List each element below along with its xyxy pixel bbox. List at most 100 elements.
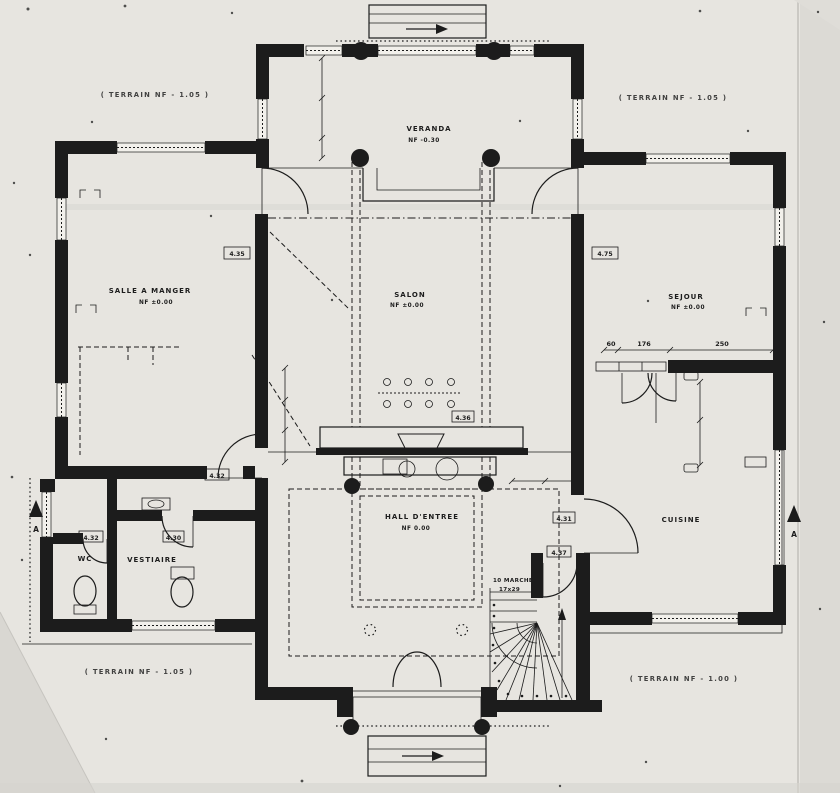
room-label-salle-a-manger: SALLE A MANGER [109,287,192,295]
room-labels: VERANDA NF -0.30 SALON NF ±0.00 SALLE A … [78,125,705,593]
terrain-label-top-right: ( TERRAIN NF - 1.05 ) [619,94,728,102]
svg-text:4.36: 4.36 [455,415,470,422]
section-arrow-icon [787,505,801,522]
kitchen-sink [683,371,699,381]
dimension-value: 250 [715,340,729,348]
door-tags: 4.35 4.75 4.32 4.32 4.30 4.31 4.37 4.36 [78,246,619,558]
stair-note-line1: 10 MARCHES [493,578,538,584]
dimension-chain [318,54,326,162]
kitchen-sink [683,463,699,473]
fireplace [268,426,571,481]
window [257,98,268,140]
column [474,719,490,735]
paper-fold-top-right [794,0,840,30]
terrain-label-top-left: ( TERRAIN NF - 1.05 ) [101,91,210,99]
door [542,562,578,598]
room-level-veranda: NF -0.30 [408,138,440,144]
window [651,613,739,624]
column [352,42,370,60]
door-tag: 4.36 [451,410,475,423]
radiator-marks [75,189,767,316]
room-level-sejour: NF ±0.00 [671,305,705,311]
entry-porch-bottom [352,690,487,777]
terrain-labels: ( TERRAIN NF - 1.05 ) ( TERRAIN NF - 1.0… [85,91,737,683]
column [343,719,359,735]
toilet [73,575,97,615]
dimension-chain [696,378,704,469]
door [82,538,108,564]
doors [82,167,677,688]
room-level-salon: NF ±0.00 [390,303,424,309]
room-label-wc: WC [78,555,93,563]
room-label-vestiaire: VESTIAIRE [127,556,177,564]
floor-drain [455,623,469,637]
window [56,382,67,418]
column [482,149,500,167]
door-tag: 4.32 [78,530,104,543]
column [478,476,494,492]
columns [343,42,503,735]
walls [40,44,786,717]
svg-text:4.32: 4.32 [209,473,224,480]
door-tag: 4.75 [591,246,619,260]
door-tag: 4.30 [162,530,185,543]
veranda-steps [269,167,571,202]
room-level-salle-a-manger: NF ±0.00 [139,300,173,306]
terrace-edges [22,372,783,645]
door [261,167,309,215]
salon-table-symbols [378,378,462,408]
dimension-value: 60 [606,340,616,348]
window [41,491,52,538]
windows [41,45,785,631]
floor-drain [363,623,377,637]
dimension-value: 176 [637,340,651,348]
section-arrow-icon [29,500,43,517]
fixtures [73,189,767,615]
room-label-salon: SALON [394,291,425,299]
door-tag: 4.35 [223,246,251,260]
stair-walk-line [558,608,566,698]
kitchen-table [744,456,767,468]
door [621,372,653,404]
stair-note-line2: 17x29 [499,587,520,593]
column [351,149,369,167]
svg-text:4.32: 4.32 [83,535,98,542]
room-label-veranda: VERANDA [406,125,451,133]
window [572,98,583,140]
svg-text:4.35: 4.35 [229,251,244,258]
room-label-sejour: SEJOUR [668,293,703,301]
svg-text:4.31: 4.31 [556,516,571,523]
window [645,153,731,164]
door-tag: 4.32 [204,468,230,481]
section-markers: A A [29,500,801,539]
section-marker-right: A [787,505,801,539]
winder-treads [489,622,573,701]
window [56,197,67,241]
window [377,45,477,56]
terrain-label-bottom-left: ( TERRAIN NF - 1.05 ) [85,668,194,676]
room-level-hall: NF 0.00 [402,526,431,532]
svg-text:4.37: 4.37 [551,550,566,557]
door [161,515,194,548]
direction-arrow-icon [402,751,444,761]
svg-text:A: A [33,525,39,534]
entrance-double-door [392,651,442,688]
window [305,45,343,56]
washbasin [141,497,171,511]
svg-text:4.30: 4.30 [166,535,182,542]
dimension-lines: 60 176 250 [281,54,777,485]
window [116,142,206,153]
window [774,207,785,247]
entry-steps-top [336,4,550,42]
room-label-hall: HALL D'ENTREE [385,513,459,521]
room-label-cuisine: CUISINE [662,516,701,524]
kitchen-counter [595,361,667,372]
window [774,449,785,566]
column [485,42,503,60]
section-marker-left: A [29,500,43,534]
dimension-chain [508,477,582,485]
svg-text:4.75: 4.75 [597,251,612,258]
door [217,433,263,479]
